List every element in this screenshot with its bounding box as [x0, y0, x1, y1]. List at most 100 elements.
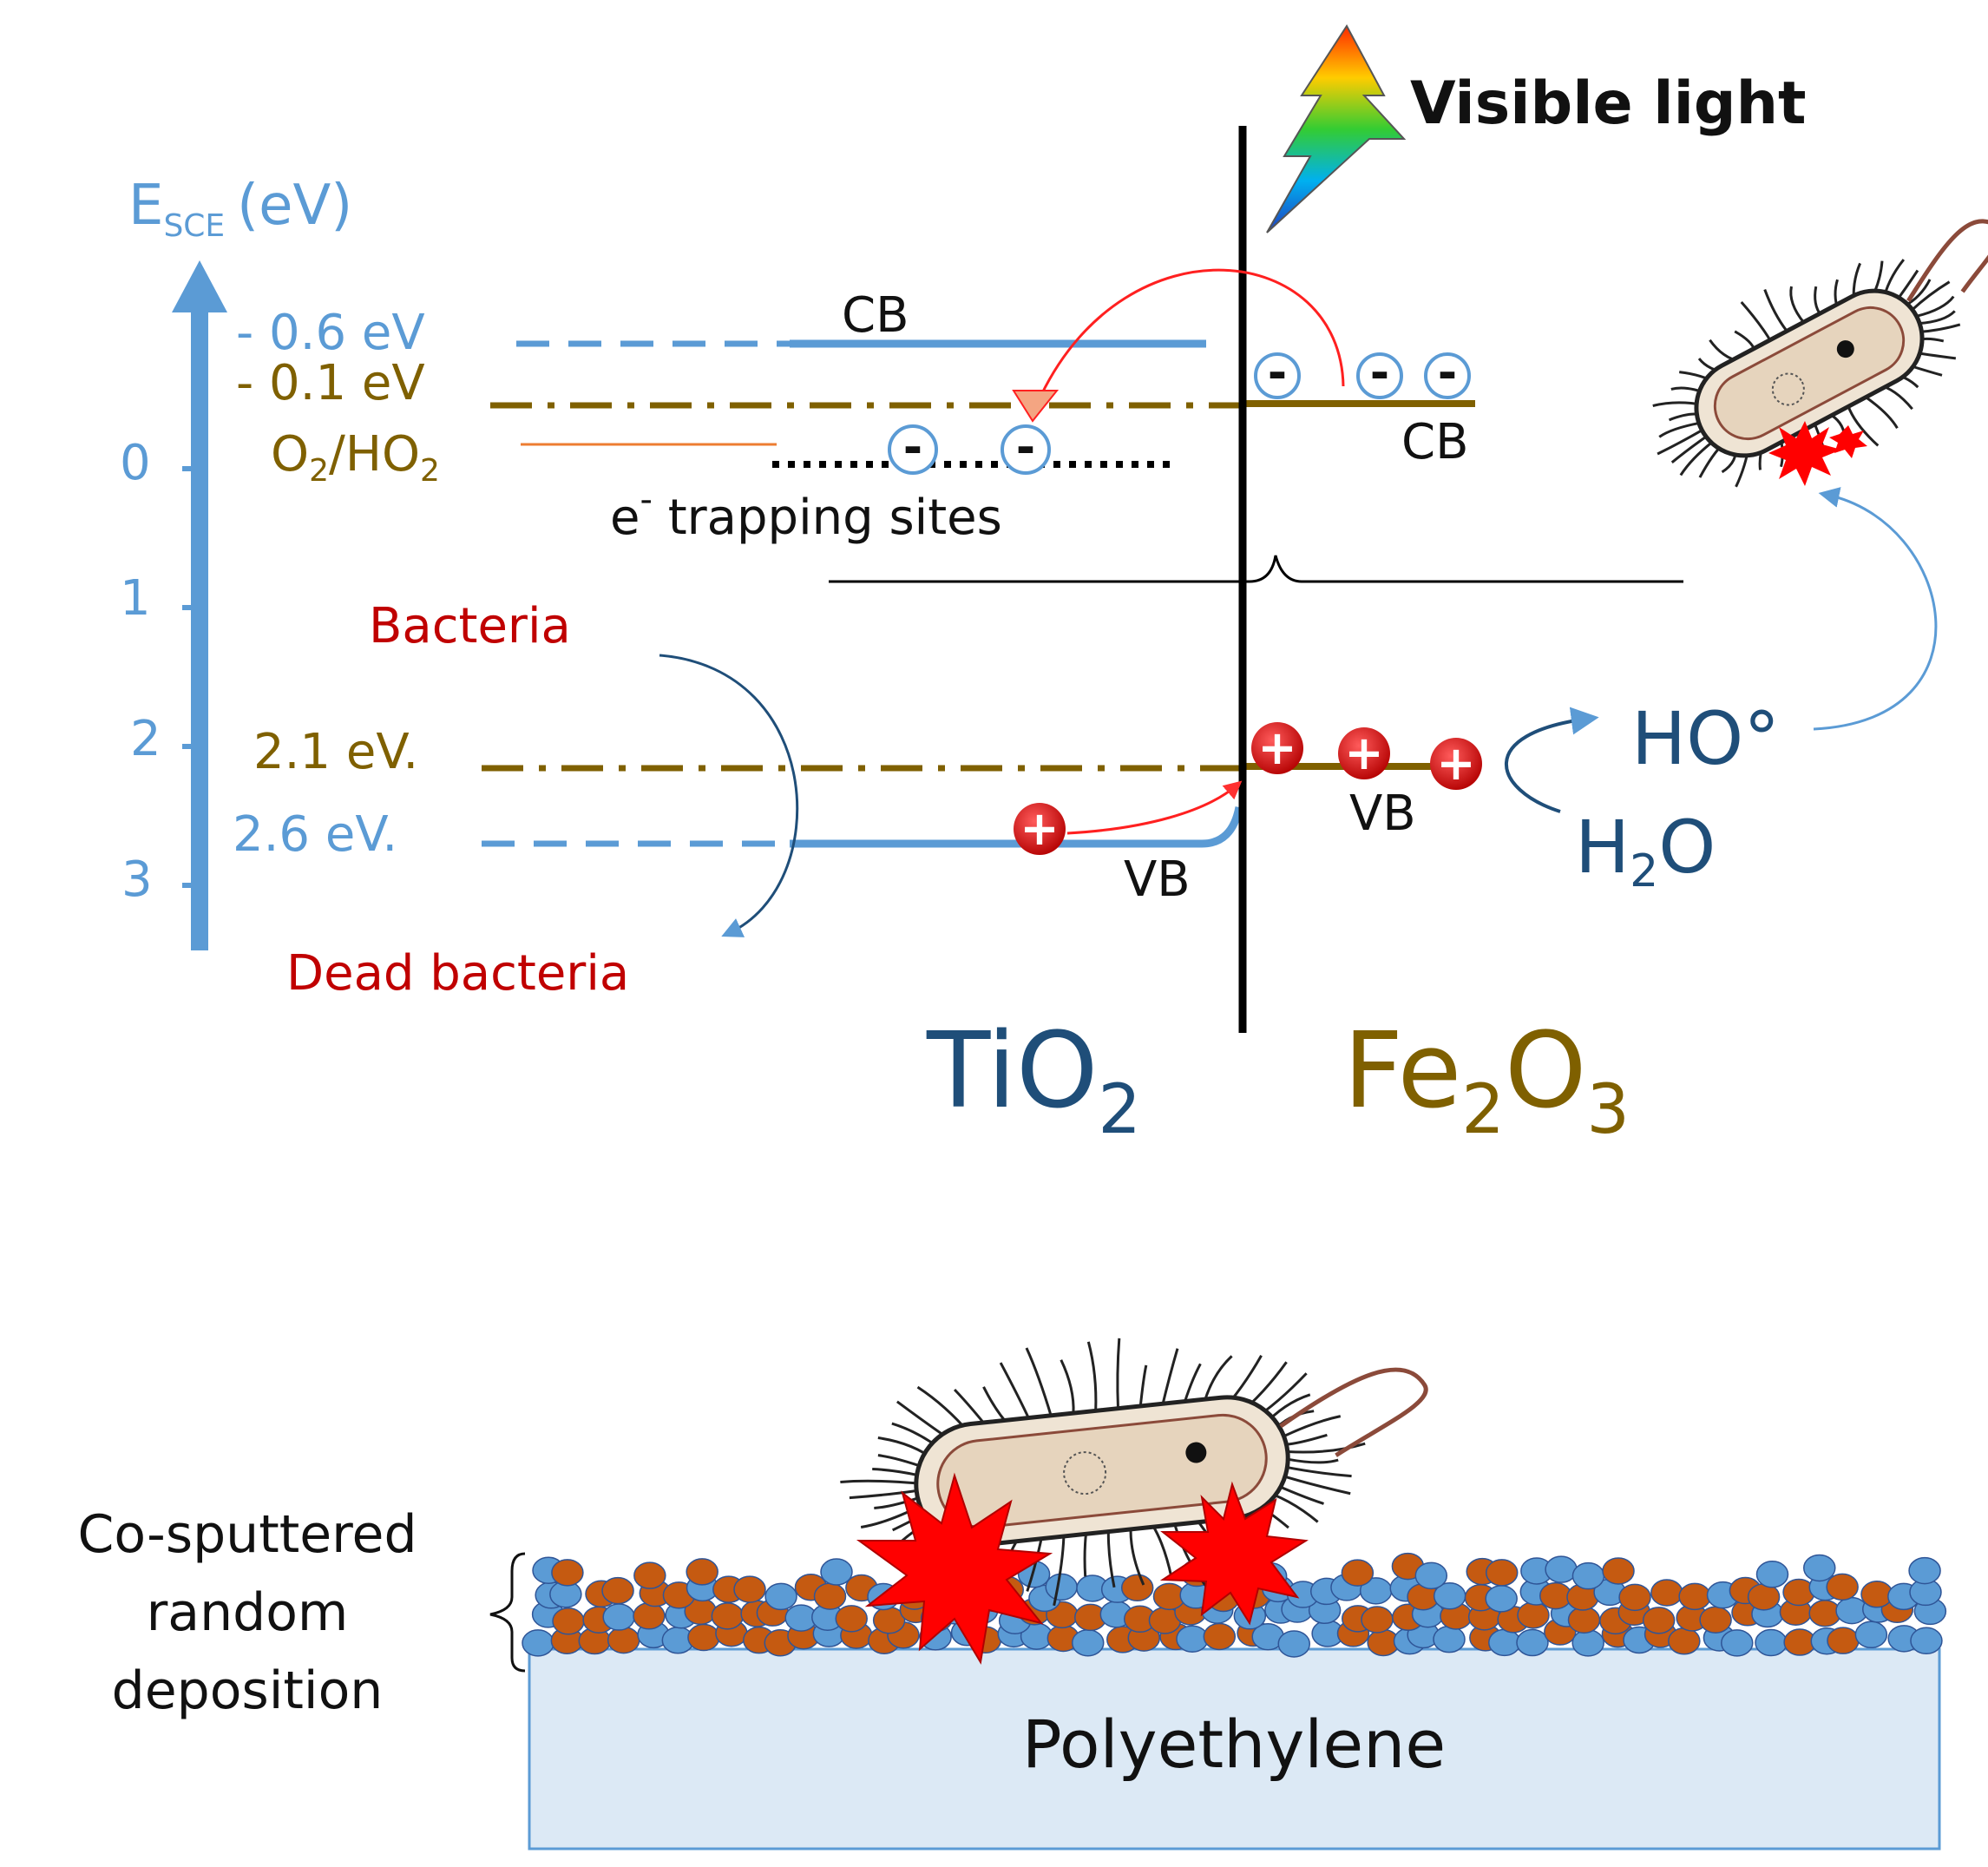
svg-text:+: + — [1257, 720, 1296, 775]
film-particle — [813, 1582, 847, 1610]
film-particle — [686, 1558, 718, 1586]
film-particle — [1571, 1629, 1604, 1657]
film-particle — [607, 1626, 640, 1654]
film-particle — [711, 1602, 745, 1630]
bacteria-label: Bacteria — [369, 598, 571, 654]
svg-text:-: - — [1268, 345, 1287, 400]
film-particle — [1341, 1559, 1375, 1587]
level-tio2-cb-label: - 0.6 eV — [236, 305, 425, 361]
film-particle — [1545, 1555, 1578, 1583]
bacterium-hair — [1172, 1520, 1210, 1590]
bacterium-hair — [874, 1496, 920, 1509]
svg-text:+: + — [1436, 736, 1475, 791]
level-fe2o3-cb-label: - 0.1 eV — [236, 355, 425, 411]
film-particle — [1699, 1606, 1732, 1634]
bacterium-hair — [1658, 421, 1701, 438]
electron-fe2o3-1: - — [1254, 345, 1301, 400]
film-particle — [601, 1576, 634, 1605]
film-particle — [1176, 1625, 1209, 1653]
axis-tick-0: 0 — [120, 435, 151, 491]
film-particle — [552, 1607, 585, 1635]
electron-transfer-arrowhead-icon — [1012, 390, 1060, 423]
tio2-label: TiO2 — [926, 1011, 1141, 1149]
film-particle — [522, 1629, 554, 1657]
hole-transfer-arrow — [1066, 780, 1243, 835]
axis-tick-2: 2 — [130, 711, 161, 767]
film-particle — [1433, 1625, 1466, 1653]
level-redox-label: O2/HO2 — [271, 426, 440, 489]
film-particle — [1071, 1628, 1105, 1657]
bacterium-hair — [999, 1362, 1032, 1423]
bacterium-hair — [1138, 1364, 1148, 1409]
water-label: H2O — [1575, 805, 1716, 897]
film-particle — [1618, 1583, 1651, 1612]
film-particle — [1650, 1579, 1683, 1607]
trap-sites-label: e- trapping sites — [610, 480, 1002, 546]
film-particle — [1826, 1573, 1859, 1601]
hydroxyl-radical-label: HO° — [1631, 696, 1780, 781]
bacterium-hair — [1025, 1347, 1053, 1418]
bacterium-hair — [1285, 1433, 1328, 1446]
electron-trapped-2: - — [1001, 420, 1051, 475]
film-particle — [1642, 1607, 1676, 1634]
axis-shaft — [191, 308, 208, 950]
bacterium-hair — [1670, 435, 1708, 463]
film-particle — [1602, 1557, 1635, 1585]
film-particle — [733, 1575, 766, 1603]
film-particle — [1045, 1573, 1078, 1601]
bacterium-hair — [1060, 1359, 1075, 1414]
tio2-vb-label: VB — [1124, 851, 1191, 908]
electron-fe2o3-3: - — [1424, 345, 1471, 400]
radical-attack-arrow — [1813, 487, 1938, 731]
water-oxidation-arrow — [1505, 707, 1599, 813]
damage-burst-icon-top — [1768, 421, 1841, 486]
film-particle — [1854, 1620, 1888, 1649]
bacterium-hair — [1657, 429, 1703, 456]
film-brace — [489, 1552, 526, 1673]
lightning-bolt-icon — [1266, 24, 1407, 233]
bacterium-hair — [1086, 1341, 1098, 1411]
axis-tick-3: 3 — [121, 851, 153, 908]
film-particle — [633, 1602, 666, 1630]
bacterium-hair — [1286, 1457, 1339, 1464]
film-label-line2: random — [147, 1582, 349, 1643]
bacterium-hair — [1151, 1524, 1173, 1578]
film-particle — [1668, 1627, 1701, 1655]
svg-text:+: + — [1020, 801, 1059, 856]
level-fe2o3-vb-label: 2.1 eV. — [253, 724, 418, 780]
film-particle — [1910, 1627, 1943, 1655]
film-particle — [1567, 1606, 1601, 1634]
bacterium-hair — [1740, 300, 1772, 342]
film-particle — [687, 1623, 720, 1652]
film-particle — [764, 1582, 797, 1611]
tio2-cb-label: CB — [842, 287, 909, 344]
band-bending-line — [829, 555, 1683, 583]
bacterium-hair — [1283, 1465, 1352, 1478]
bacterium-hair — [1911, 280, 1951, 312]
film-particle — [1516, 1628, 1549, 1657]
damage-burst-icon-top-small — [1829, 425, 1867, 458]
bacteria-killing-arrow — [659, 654, 799, 937]
film-particle — [1755, 1628, 1788, 1657]
axis-tick-1: 1 — [120, 570, 151, 627]
hole-fe2o3-3: + — [1430, 736, 1482, 791]
bacterium-icon-top — [1652, 219, 1988, 488]
bacterium-hair — [849, 1489, 917, 1500]
film-particle — [1120, 1574, 1154, 1602]
bacterium-hair — [872, 1468, 921, 1477]
level-tio2-vb-label: 2.6 eV. — [233, 806, 397, 863]
bacterium-hair — [1287, 1442, 1366, 1454]
film-particle — [1755, 1561, 1789, 1588]
electron-transfer-arrow — [1040, 268, 1345, 396]
visible-light-label: Visible light — [1410, 69, 1807, 138]
bacterium-hair — [1280, 1415, 1342, 1439]
bacterium-hair — [1916, 295, 1955, 318]
svg-text:-: - — [903, 420, 922, 475]
film-particle — [835, 1605, 868, 1633]
electron-fe2o3-2: - — [1356, 345, 1403, 400]
film-label-line3: deposition — [112, 1660, 384, 1721]
bacterium-hair — [1116, 1338, 1121, 1410]
hole-tio2-1: + — [1014, 801, 1066, 856]
